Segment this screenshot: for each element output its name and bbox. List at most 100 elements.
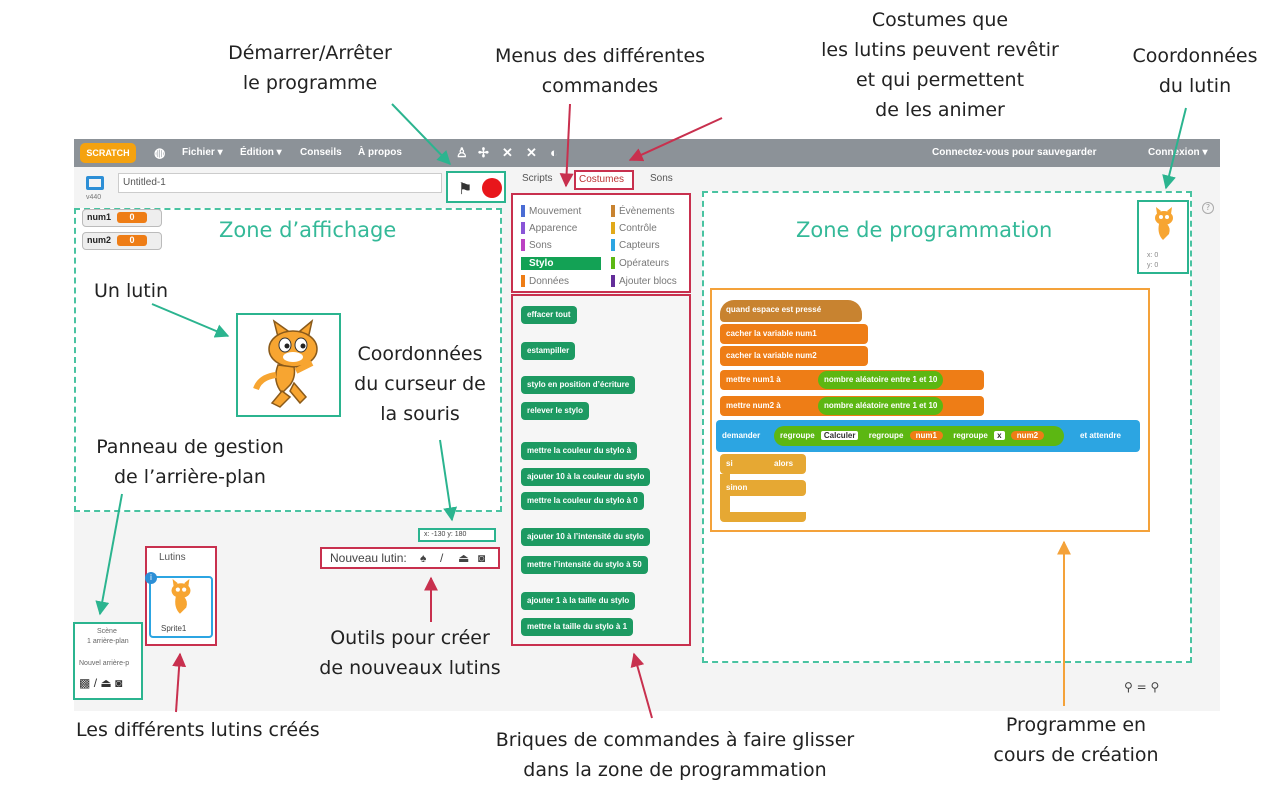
tab-sons[interactable]: Sons bbox=[650, 173, 673, 184]
sprite-x: x: 0 bbox=[1147, 252, 1159, 259]
new-backdrop-label: Nouvel arrière-p bbox=[79, 660, 130, 667]
new-sprite-toolbar: Nouveau lutin: ♠ / ⏏ ◙ bbox=[320, 547, 500, 569]
menu-fichier[interactable]: Fichier ▾ bbox=[182, 147, 223, 158]
tab-costumes[interactable]: Costumes bbox=[574, 170, 634, 190]
green-flag-icon[interactable]: ⚑ bbox=[458, 179, 473, 198]
duplicate-icon[interactable]: ♙ bbox=[456, 145, 468, 160]
cat-sprite-icon[interactable] bbox=[238, 315, 339, 415]
scene-count: 1 arrière-plan bbox=[87, 638, 129, 645]
category-ajouter-blocs[interactable]: Ajouter blocs bbox=[611, 275, 677, 288]
stage-mode-icon[interactable] bbox=[86, 176, 104, 190]
sprite-y: y: 0 bbox=[1147, 262, 1159, 269]
stage-size-label: v440 bbox=[86, 194, 102, 201]
variable-name: num2 bbox=[87, 235, 112, 245]
zoom-controls: ⚲ = ⚲ bbox=[1124, 680, 1159, 694]
pen-block[interactable]: mettre la taille du stylo à 1 bbox=[521, 618, 634, 636]
category-operateurs[interactable]: Opérateurs bbox=[611, 257, 669, 270]
pen-block[interactable]: effacer tout bbox=[521, 306, 577, 324]
sprite-info-frame: x: 0 y: 0 bbox=[1137, 200, 1189, 274]
hide-variable-block[interactable]: cacher la variable num2 bbox=[720, 346, 868, 366]
tab-scripts[interactable]: Scripts bbox=[522, 173, 553, 184]
pen-block[interactable]: mettre la couleur du stylo à 0 bbox=[521, 492, 644, 510]
menu-a-propos[interactable]: À propos bbox=[358, 147, 402, 158]
cat-thumbnail-icon bbox=[1155, 207, 1173, 240]
pen-block[interactable]: ajouter 10 à la couleur du stylo bbox=[521, 468, 651, 486]
pen-block[interactable]: ajouter 1 à la taille du stylo bbox=[521, 592, 636, 610]
pen-block[interactable]: mettre la couleur du stylo à bbox=[521, 442, 638, 460]
programming-zone-title: Zone de programmation bbox=[796, 218, 1053, 242]
cut-icon[interactable]: ✢ bbox=[478, 145, 489, 160]
variable-monitor-num1: num1 0 bbox=[82, 209, 162, 227]
upload-backdrop-icon[interactable]: ⏏ bbox=[100, 676, 112, 690]
library-sprite-icon[interactable]: ♠ bbox=[420, 551, 427, 565]
backdrop-panel: Scène 1 arrière-plan Nouvel arrière-p ▩ … bbox=[73, 622, 143, 700]
pen-block[interactable]: stylo en position d’écriture bbox=[521, 376, 636, 394]
zoom-in-icon[interactable]: ⚲ bbox=[1150, 680, 1160, 694]
new-sprite-label: Nouveau lutin: bbox=[330, 551, 407, 565]
paint-backdrop-icon[interactable]: / bbox=[93, 676, 98, 690]
hide-variable-block[interactable]: cacher la variable num1 bbox=[720, 324, 868, 344]
annotation-un-lutin: Un lutin bbox=[94, 280, 169, 302]
category-mouvement[interactable]: Mouvement bbox=[521, 205, 581, 218]
stop-icon[interactable] bbox=[482, 178, 502, 198]
project-title-input[interactable]: Untitled-1 bbox=[118, 173, 442, 193]
library-backdrop-icon[interactable]: ▩ bbox=[79, 676, 91, 690]
if-else-block[interactable]: si alors bbox=[720, 454, 806, 474]
pen-block[interactable]: estampiller bbox=[521, 342, 576, 360]
help-icon[interactable]: ◐ bbox=[550, 145, 558, 160]
variable-value: 0 bbox=[117, 212, 148, 223]
pen-block[interactable]: mettre l’intensité du stylo à 50 bbox=[521, 556, 648, 574]
category-controle[interactable]: Contrôle bbox=[611, 222, 657, 235]
set-variable-block[interactable]: mettre num1 à nombre aléatoire entre 1 e… bbox=[720, 370, 984, 390]
sprite-tile[interactable]: i Sprite1 bbox=[145, 572, 213, 638]
globe-icon[interactable]: ◍ bbox=[154, 145, 166, 160]
shrink-icon[interactable]: ✕ bbox=[526, 145, 537, 160]
random-reporter[interactable]: nombre aléatoire entre 1 et 10 bbox=[818, 397, 944, 415]
random-reporter[interactable]: nombre aléatoire entre 1 et 10 bbox=[818, 371, 944, 389]
zoom-out-icon[interactable]: ⚲ bbox=[1124, 680, 1133, 694]
help-icon[interactable]: ? bbox=[1202, 202, 1214, 214]
login-menu[interactable]: Connexion ▾ bbox=[1148, 147, 1208, 158]
category-capteurs[interactable]: Capteurs bbox=[611, 239, 660, 252]
menu-edition[interactable]: Édition ▾ bbox=[240, 147, 282, 158]
save-prompt[interactable]: Connectez-vous pour sauvegarder bbox=[932, 147, 1097, 158]
category-apparence[interactable]: Apparence bbox=[521, 222, 577, 235]
camera-sprite-icon[interactable]: ◙ bbox=[478, 551, 486, 565]
variable-monitor-num2: num2 0 bbox=[82, 232, 162, 250]
else-label: sinon bbox=[720, 480, 806, 496]
upload-sprite-icon[interactable]: ⏏ bbox=[458, 551, 470, 565]
scratch-logo[interactable]: SCRATCH bbox=[80, 143, 136, 163]
menu-conseils[interactable]: Conseils bbox=[300, 147, 342, 158]
set-variable-block[interactable]: mettre num2 à nombre aléatoire entre 1 e… bbox=[720, 396, 984, 416]
zoom-reset-icon[interactable]: = bbox=[1136, 680, 1147, 694]
ask-block[interactable]: demander regroupe Calculer regroupe num1… bbox=[716, 420, 1140, 452]
block-categories: Mouvement Évènements Apparence Contrôle … bbox=[511, 193, 691, 293]
category-donnees[interactable]: Données bbox=[521, 275, 569, 288]
pen-block[interactable]: ajouter 10 à l’intensité du stylo bbox=[521, 528, 650, 546]
paint-sprite-icon[interactable]: / bbox=[440, 551, 444, 565]
start-stop-frame: ⚑ bbox=[446, 171, 506, 203]
program-frame: quand espace est pressé cacher la variab… bbox=[710, 288, 1150, 532]
backdrop-tools: ▩ / ⏏ ◙ bbox=[79, 676, 122, 690]
grow-icon[interactable]: ✕ bbox=[502, 145, 513, 160]
variable-value: 0 bbox=[117, 235, 148, 246]
category-sons[interactable]: Sons bbox=[521, 239, 552, 252]
scene-title: Scène bbox=[97, 628, 117, 635]
annotation-sprites-created: Les différents lutins créés bbox=[76, 719, 320, 741]
category-stylo[interactable]: Stylo bbox=[521, 257, 601, 270]
pen-block[interactable]: relever le stylo bbox=[521, 402, 590, 420]
variable-name: num1 bbox=[87, 212, 112, 222]
join-reporter[interactable]: regroupe Calculer regroupe num1 regroupe… bbox=[774, 426, 1064, 446]
hat-block[interactable]: quand espace est pressé bbox=[720, 300, 862, 322]
stage-sprite-frame bbox=[236, 313, 341, 417]
category-evenements[interactable]: Évènements bbox=[611, 205, 675, 218]
info-icon[interactable]: i bbox=[145, 572, 157, 584]
camera-backdrop-icon[interactable]: ◙ bbox=[115, 676, 123, 690]
